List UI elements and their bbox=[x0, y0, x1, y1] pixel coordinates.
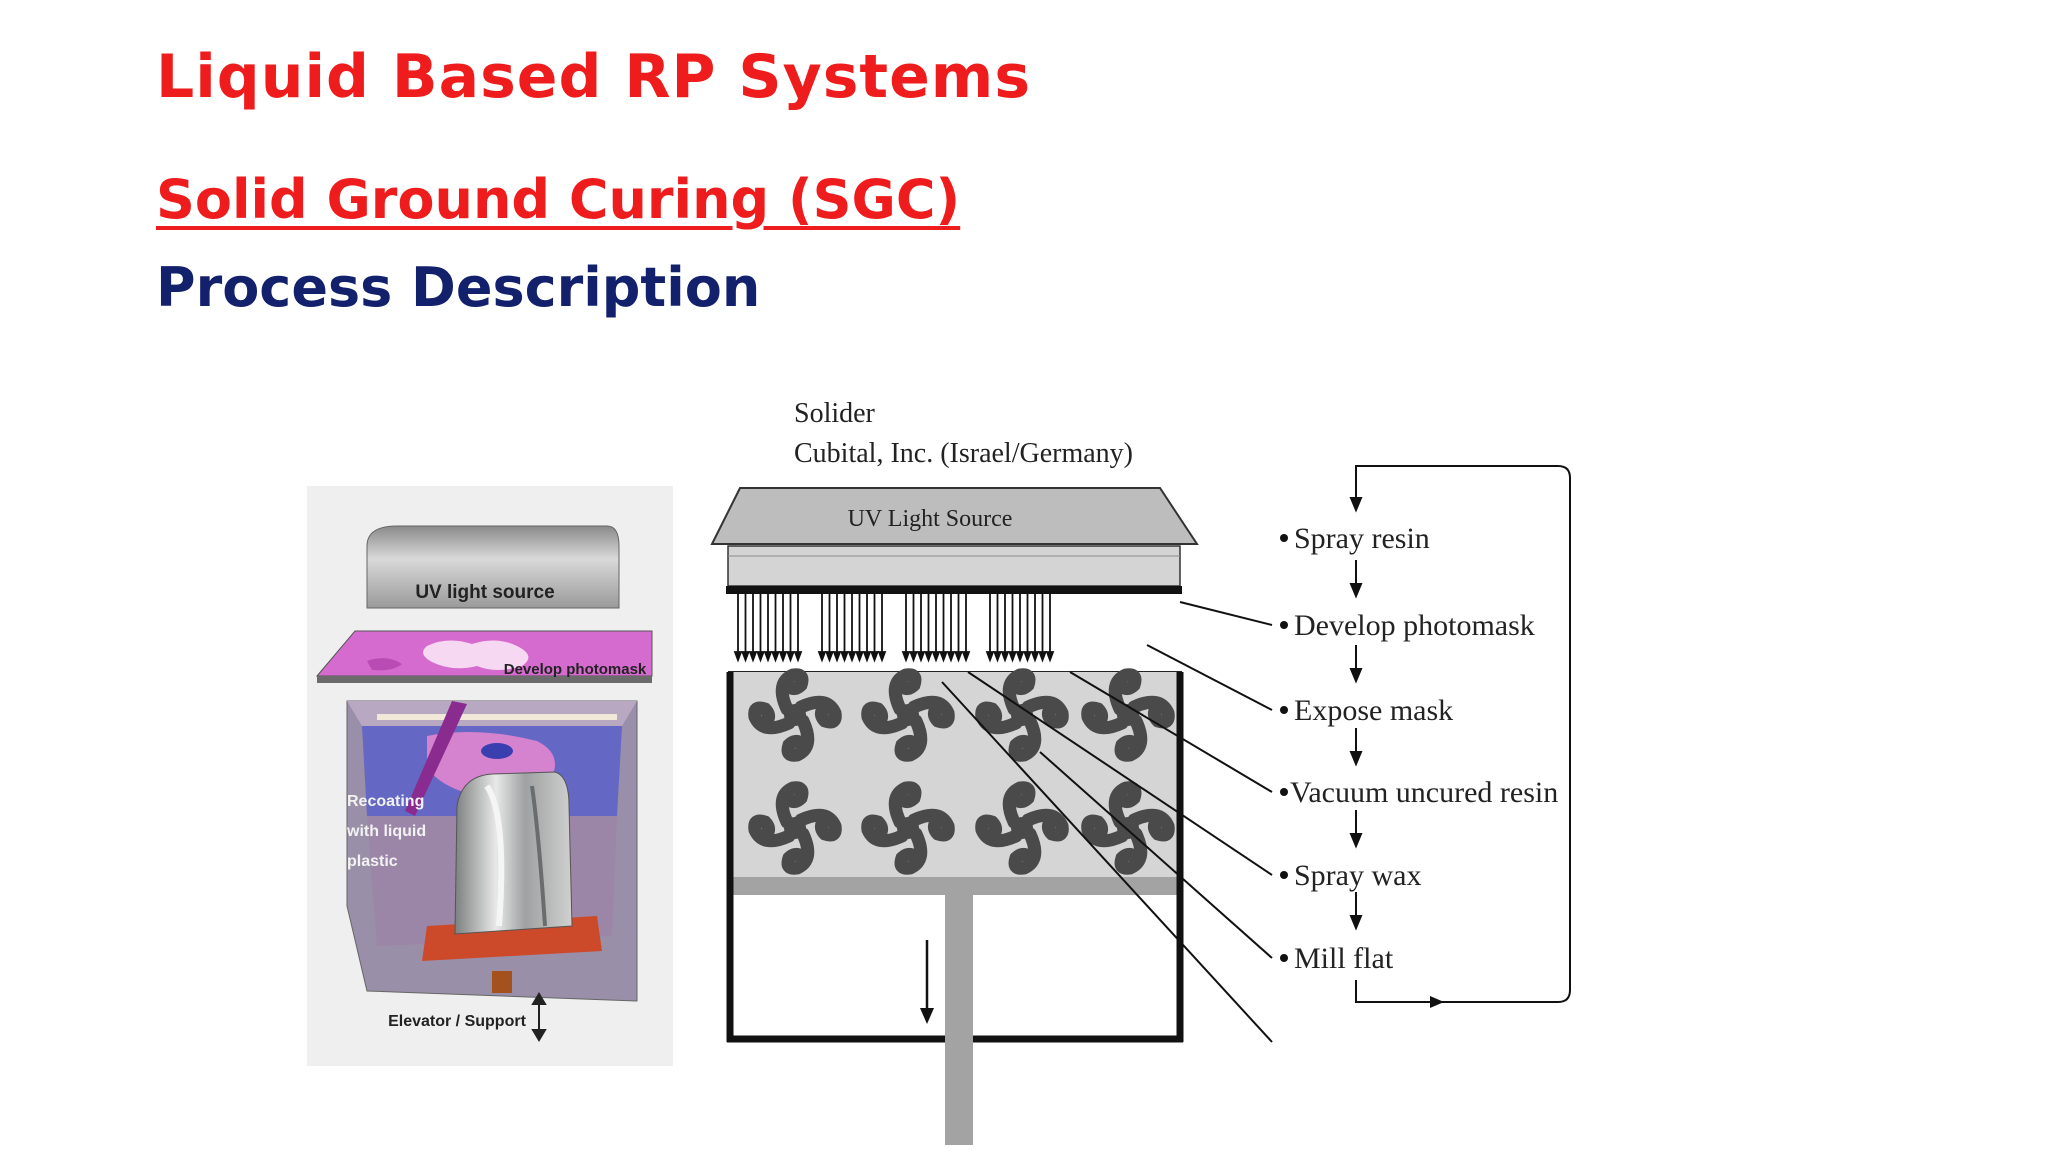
uv-light-source-label: UV Light Source bbox=[848, 506, 1013, 532]
step-spray-resin: Spray resin bbox=[1294, 522, 1430, 555]
recoating-label-3: plastic bbox=[347, 853, 398, 870]
uv-ray-arrowhead bbox=[877, 651, 887, 663]
elevator-shaft bbox=[945, 895, 973, 1145]
uv-ray-arrowhead bbox=[756, 651, 765, 663]
uv-ray-arrowhead bbox=[1045, 651, 1055, 663]
uv-ray-arrowhead bbox=[1023, 651, 1032, 663]
loop-line bbox=[1355, 465, 1571, 1003]
elevator-arrow-icon bbox=[531, 992, 547, 1042]
flow-arrows bbox=[1349, 478, 1363, 931]
uv-light-label: UV light source bbox=[415, 582, 554, 603]
uv-ray-arrowhead bbox=[855, 651, 864, 663]
sgc-illustration: UV light source Develop photomask Recoat… bbox=[307, 486, 673, 1066]
uv-ray-arrowhead bbox=[778, 651, 788, 663]
step-develop-photomask: Develop photomask bbox=[1294, 609, 1535, 642]
uv-ray-arrowhead bbox=[946, 651, 956, 663]
mask-plate bbox=[727, 545, 1181, 587]
maker-company: Cubital, Inc. (Israel/Germany) bbox=[794, 438, 1133, 469]
uv-ray-arrowhead bbox=[733, 651, 743, 663]
uv-ray-arrowhead bbox=[771, 651, 780, 663]
elevator-post bbox=[492, 971, 512, 993]
maker-name: Solider bbox=[794, 398, 876, 429]
uv-ray-arrowhead bbox=[909, 651, 918, 663]
uv-ray-arrowhead bbox=[931, 651, 941, 663]
uv-lamp bbox=[366, 525, 620, 609]
section-heading: Process Description bbox=[156, 256, 761, 319]
uv-ray-arrowhead bbox=[961, 651, 971, 663]
photomask-plate bbox=[315, 630, 653, 683]
uv-ray-arrowhead bbox=[939, 651, 948, 663]
leader-lines bbox=[941, 601, 1273, 1043]
loop-arrow-icon bbox=[1430, 996, 1444, 1008]
uv-ray-arrowhead bbox=[924, 651, 933, 663]
uv-ray-arrowhead bbox=[840, 651, 849, 663]
elevator-label: Elevator / Support bbox=[388, 1013, 526, 1030]
process-flow: Spray resin Develop photomask Expose mas… bbox=[1280, 465, 1571, 1008]
uv-rays bbox=[733, 594, 1055, 663]
slide-title: Liquid Based RP Systems bbox=[156, 42, 1032, 112]
uv-ray-arrowhead bbox=[847, 651, 857, 663]
recoater-blade bbox=[405, 701, 467, 816]
uv-ray-arrowhead bbox=[748, 651, 758, 663]
uv-ray-arrowhead bbox=[1030, 651, 1040, 663]
uv-ray-arrowhead bbox=[916, 651, 926, 663]
built-part bbox=[454, 771, 573, 935]
recoating-label-1: Recoating bbox=[347, 793, 424, 810]
uv-ray-arrowhead bbox=[786, 651, 795, 663]
step-vacuum-uncured-resin: Vacuum uncured resin bbox=[1290, 776, 1558, 809]
recoating-label-2: with liquid bbox=[346, 823, 426, 840]
step-expose-mask: Expose mask bbox=[1294, 694, 1453, 727]
uv-ray-arrowhead bbox=[763, 651, 773, 663]
uv-ray-arrowhead bbox=[1015, 651, 1025, 663]
uv-ray-arrowhead bbox=[870, 651, 879, 663]
uv-ray-arrowhead bbox=[832, 651, 842, 663]
photomask-label: Develop photomask bbox=[504, 661, 647, 678]
uv-ray-arrowhead bbox=[862, 651, 872, 663]
uv-ray-arrowhead bbox=[954, 651, 963, 663]
photomask bbox=[726, 586, 1182, 594]
uv-ray-arrowhead bbox=[741, 651, 750, 663]
uv-ray-arrowhead bbox=[993, 651, 1002, 663]
uv-ray-arrowhead bbox=[793, 651, 803, 663]
uv-ray-arrowhead bbox=[901, 651, 911, 663]
uv-ray-arrowhead bbox=[1008, 651, 1017, 663]
uv-ray-arrowhead bbox=[1038, 651, 1047, 663]
step-mill-flat: Mill flat bbox=[1294, 942, 1394, 975]
slide-subtitle: Solid Ground Curing (SGC) bbox=[156, 168, 961, 231]
step-spray-wax: Spray wax bbox=[1294, 859, 1421, 892]
sgc-schematic: Solider Cubital, Inc. (Israel/Germany) U… bbox=[710, 398, 1571, 1145]
uv-ray-arrowhead bbox=[825, 651, 834, 663]
uv-ray-arrowhead bbox=[985, 651, 995, 663]
uv-ray-arrowhead bbox=[1000, 651, 1010, 663]
uv-ray-arrowhead bbox=[817, 651, 827, 663]
uv-light-housing bbox=[710, 487, 1199, 545]
